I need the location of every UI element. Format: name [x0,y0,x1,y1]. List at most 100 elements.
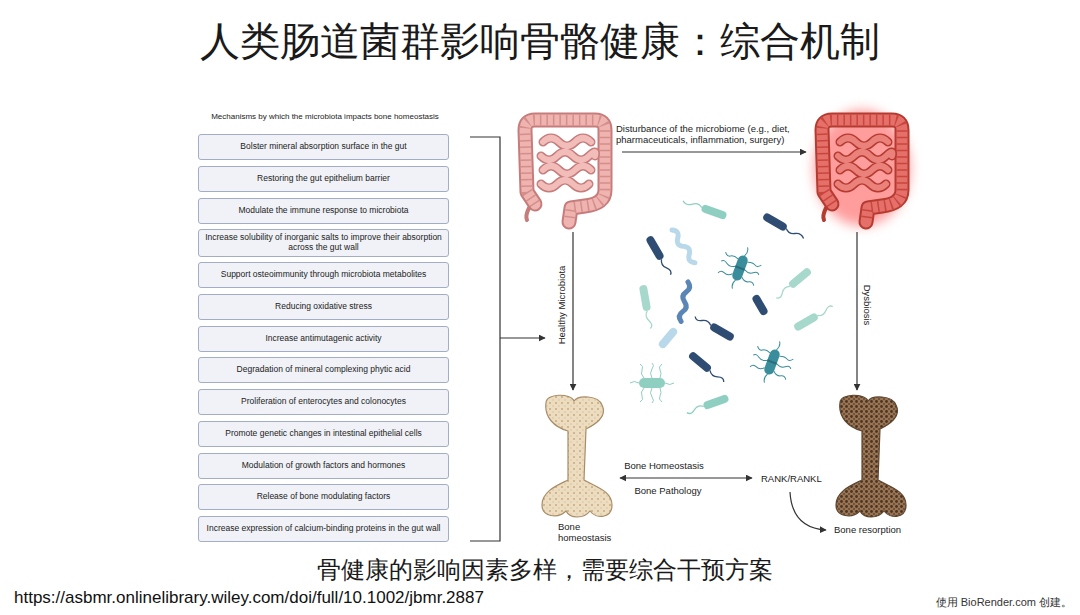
healthy-gut [525,120,605,222]
mechanism-text: Bolster mineral absorption surface in th… [240,142,406,152]
flagellated-bacterium [735,265,745,270]
inflamed-gut [814,110,910,226]
inflamed-gut [822,120,902,222]
mechanism-box: Support osteoimmunity through microbiota… [198,262,449,288]
bracket-arrow [500,337,545,338]
healthy-bone [542,395,612,517]
osteoporotic-bone [836,395,906,517]
mechanism-box: Increase solubility of inorganic salts t… [198,229,449,257]
resorption-arrow [790,492,826,530]
mechanism-box: Increase antimutagenic activity [198,326,449,352]
arrow-label: Disturbance of the microbiome (e.g., die… [616,124,806,146]
mechanism-text: Increase expression of calcium-binding p… [207,524,441,534]
bacterium [816,305,834,317]
arrow-label: Dysbiosis [862,283,873,328]
watermark: 使用 BioRender.com 创建。 [936,596,1072,609]
flagellated-bacterium [630,363,674,403]
mechanism-text: Promote genetic changes in intestinal ep… [225,429,422,439]
mechanism-box: Increase expression of calcium-binding p… [198,516,449,542]
bacterium [682,197,728,220]
healthy-gut [525,120,605,222]
bacterium [639,285,655,330]
mechanism-text: Increase antimutagenic activity [265,334,381,344]
bacterium [793,303,835,332]
bracket [470,137,500,541]
bacterium [645,235,674,277]
mechanism-box: Bolster mineral absorption surface in th… [198,134,449,160]
flagellated-bacterium [639,378,665,388]
bacterium [687,351,726,385]
flagellated-bacterium [630,363,674,403]
bacterium [700,204,727,220]
bacterium [709,369,725,384]
bacterium [774,267,813,301]
caption: 骨健康的影响因素多样，需要综合干预方案 [317,557,773,585]
mechanism-text: Increase solubility of inorganic salts t… [204,233,443,253]
inflamed-gut [822,120,902,222]
healthy-gut [541,138,595,188]
healthy-gut [525,120,605,222]
healthy-gut [526,208,529,220]
bacterium [645,235,665,262]
arrow-label: Bone Pathology [634,486,701,497]
bacterium [657,326,679,350]
flagellated-bacterium [714,240,767,295]
healthy-gut [525,120,605,222]
mechanism-text: Restoring the gut epithelium barrier [257,174,390,184]
mechanism-text: Reducing oxidative stress [275,302,372,312]
flagellated-bacterium [746,334,799,389]
healthy-gut [541,138,595,188]
title: 人类肠道菌群影响骨骼健康：综合机制 [200,18,880,64]
bacterium [687,351,712,374]
inflamed-gut [838,138,892,188]
mechanism-box: Degradation of mineral complexing phytic… [198,357,449,383]
flagellated-bacterium [746,334,799,389]
inflamed-gut [823,208,826,220]
pathway-label: RANK/RANKL [761,474,822,485]
bacterium [751,293,769,316]
bacterium [645,310,652,328]
osteoporotic-bone [836,395,906,517]
bacterium [762,212,789,232]
flagellated-bacterium [763,348,781,376]
mechanism-box: Promote genetic changes in intestinal ep… [198,421,449,447]
bacterium [660,258,672,276]
bacterium [639,285,651,312]
spiral-bacterium [670,228,698,264]
inflamed-gut [838,138,892,188]
mechanism-box: Reducing oxidative stress [198,294,449,320]
mechanism-box: Modulate the immune response to microbio… [198,198,449,224]
bacterium [693,313,735,342]
bacterium [775,285,791,300]
mechanism-text: Proliferation of enterocytes and colonoc… [241,397,406,407]
healthy-bone [542,395,612,517]
healthy-arrow [572,232,573,390]
panel-heading: Mechanisms by which the microbiota impac… [189,112,461,121]
bacterium [686,405,704,415]
mechanism-text: Modulation of growth factors and hormone… [242,461,405,471]
flagellated-bacterium [731,254,749,282]
mechanism-text: Modulate the immune response to microbio… [238,206,408,216]
spiral-bacterium [679,282,691,322]
bacterium [751,293,769,316]
arrow-label: Bone Homeostasis [624,461,704,472]
bacterium [787,267,812,290]
bone-double-arrow [620,477,752,478]
bacterium [709,322,736,342]
flagellated-bacterium [714,240,767,295]
bacterium [686,394,730,417]
bone-label: Bone homeostasis [558,522,620,544]
bacterium [702,394,729,410]
spiral-bacterium [679,282,691,322]
arrow-label: Healthy Microbiota [557,264,568,347]
bacterium [694,315,712,327]
mechanism-text: Release of bone modulating factors [257,492,391,502]
mechanism-text: Support osteoimmunity through microbiota… [221,270,427,280]
process-label: Bone resorption [834,525,901,536]
bacterium [762,212,806,242]
inflamed-gut [822,120,902,222]
bacterium [682,199,702,210]
bacterium [657,326,679,350]
